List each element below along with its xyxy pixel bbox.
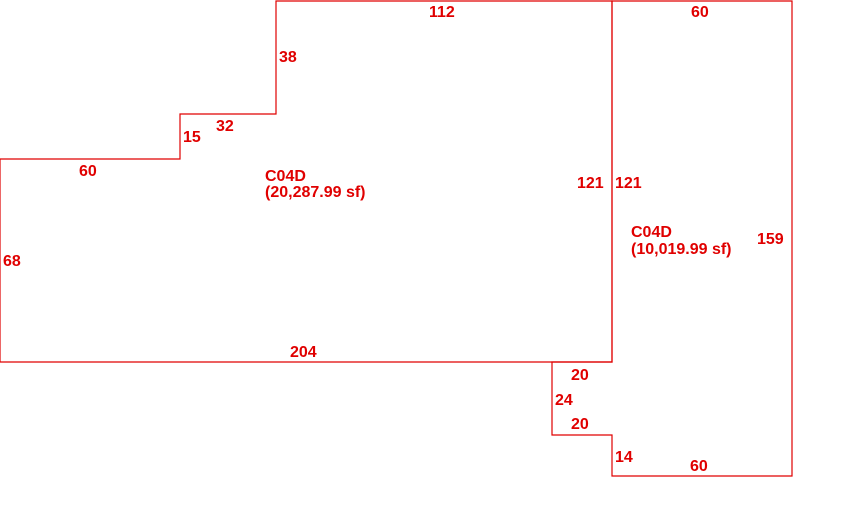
dimension-main-step-lower-vertical: 15 [183, 129, 201, 146]
dimension-annex-bottom: 60 [690, 458, 708, 475]
dimension-main-top: 112 [429, 4, 455, 21]
dimension-main-right: 121 [577, 175, 604, 192]
dimension-annex-notch-vertical: 24 [555, 392, 573, 409]
dimension-main-step-horizontal: 32 [216, 118, 234, 135]
dimension-main-bottom: 204 [290, 344, 317, 361]
dimension-annex-notch-top: 20 [571, 367, 589, 384]
annex-area-size: (10,019.99 sf) [631, 241, 732, 258]
main-area-outline [0, 0, 613, 363]
dimension-annex-top: 60 [691, 4, 709, 21]
dimension-annex-notch-bottom: 20 [571, 416, 589, 433]
dimension-annex-step-vertical: 14 [615, 449, 633, 466]
dimension-annex-right: 159 [757, 231, 784, 248]
main-area-code: C04D [265, 168, 306, 185]
dimension-main-left-top: 60 [79, 163, 97, 180]
dimension-annex-left: 121 [615, 175, 642, 192]
dimension-main-left: 68 [3, 253, 21, 270]
annex-area-outline [551, 0, 793, 477]
main-area-size: (20,287.99 sf) [265, 184, 366, 201]
dimension-main-step-upper-vertical: 38 [279, 49, 297, 66]
annex-area-code: C04D [631, 224, 672, 241]
